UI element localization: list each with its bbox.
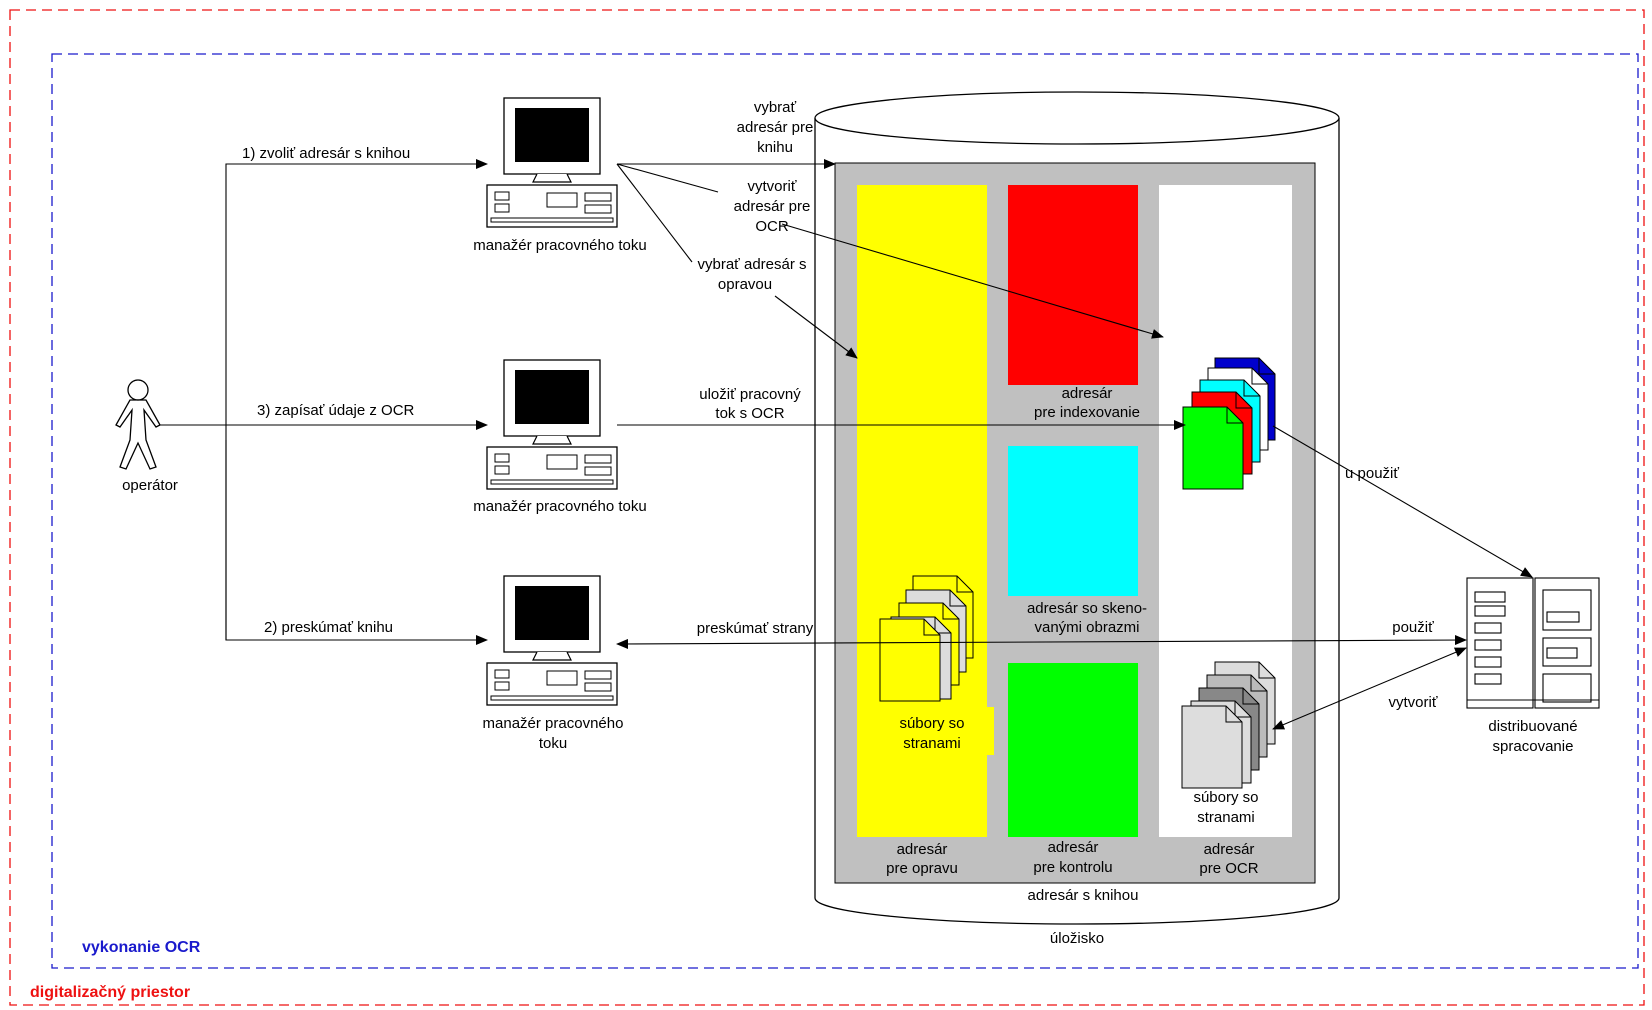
page-file — [879, 618, 941, 702]
operator-connectors — [160, 159, 488, 645]
grey-files-label-1: súbory so — [1193, 789, 1258, 806]
workstation-3-label-1: manažér pracovného — [483, 715, 624, 732]
workstation-2-icon — [486, 359, 618, 490]
index-directory — [1008, 185, 1138, 385]
digitalization-space-title: digitalizačný priestor — [30, 984, 190, 1001]
ocr-dir-label-1: adresár — [1204, 841, 1255, 858]
review-pages-label: preskúmať strany — [697, 620, 814, 637]
create-ocr-dir-label-3: OCR — [755, 218, 789, 235]
operator-figure — [115, 379, 161, 470]
server-label-1: distribuované — [1488, 718, 1577, 735]
use-mid-label: použiť — [1392, 619, 1434, 636]
step-3-label: 3) zapísať údaje z OCR — [257, 402, 415, 419]
digitalization-space-frame — [9, 9, 1645, 1006]
create-ocr-dir-label-1: vytvoriť — [748, 178, 797, 195]
scans-directory — [1008, 446, 1138, 596]
fix-dir-label-1: adresár — [897, 841, 948, 858]
workstation-2-label: manažér pracovného toku — [473, 498, 646, 515]
ocr-execution-frame — [51, 53, 1639, 969]
save-workflow-label-1: uložiť pracovný — [699, 386, 801, 403]
create-ocr-dir-label-2: adresár pre — [734, 198, 811, 215]
workstation-1-icon — [486, 97, 618, 228]
select-fix-dir-label-2: opravou — [718, 276, 772, 293]
index-dir-label-1: adresár — [1062, 385, 1113, 402]
page-file — [1181, 705, 1243, 789]
workstation-3-label-2: toku — [539, 735, 567, 752]
scans-dir-label-1: adresár so skeno- — [1027, 600, 1147, 617]
index-dir-label-2: pre indexovanie — [1034, 404, 1140, 421]
ocr-file-green — [1182, 406, 1244, 490]
step-2-label: 2) preskúmať knihu — [264, 619, 393, 636]
server-icon — [1466, 577, 1600, 709]
select-book-dir-label-2: adresár pre — [737, 119, 814, 136]
workflow-arrows — [616, 159, 1533, 730]
yellow-files-label-1: súbory so — [899, 715, 964, 732]
workstation-3-icon — [486, 575, 618, 706]
yellow-files-label-2: stranami — [903, 735, 961, 752]
ocr-execution-title: vykonanie OCR — [82, 939, 201, 956]
save-workflow-label-2: tok s OCR — [715, 405, 784, 422]
create-bottom-label: vytvoriť — [1389, 694, 1438, 711]
select-book-dir-label-1: vybrať — [754, 99, 797, 116]
storage-label: úložisko — [1050, 930, 1104, 947]
control-directory — [1008, 663, 1138, 837]
server-label-2: spracovanie — [1493, 738, 1574, 755]
book-directory-label: adresár s knihou — [1028, 887, 1139, 904]
control-dir-label-2: pre kontrolu — [1033, 859, 1112, 876]
use-top-label: u použiť — [1345, 465, 1399, 482]
control-dir-label-1: adresár — [1048, 839, 1099, 856]
select-book-dir-label-3: knihu — [757, 139, 793, 156]
step-1-label: 1) zvoliť adresár s knihou — [242, 145, 410, 162]
ocr-dir-label-2: pre OCR — [1199, 860, 1258, 877]
fix-dir-label-2: pre opravu — [886, 860, 958, 877]
workstation-1-label: manažér pracovného toku — [473, 237, 646, 254]
scans-dir-label-2: vanými obrazmi — [1034, 619, 1139, 636]
operator-label: operátor — [122, 477, 178, 494]
select-fix-dir-label-1: vybrať adresár s — [698, 256, 807, 273]
grey-files-label-2: stranami — [1197, 809, 1255, 826]
